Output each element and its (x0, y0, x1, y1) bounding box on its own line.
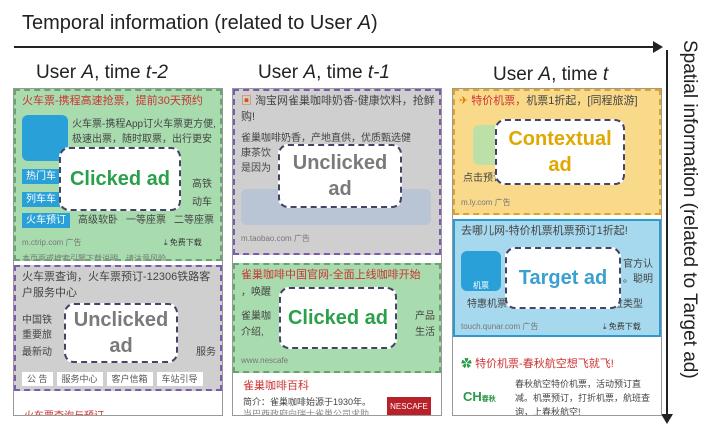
ad-title: ▣ 淘宝网雀巢咖啡奶香-健康饮料，抢鲜购! (241, 95, 435, 123)
link-station-guide[interactable]: 车站引导 (156, 372, 203, 386)
ad-url[interactable]: m.ly.com 广告 (461, 198, 511, 207)
option-second-class[interactable]: 二等座票 (174, 215, 214, 226)
ad-body: 雀巢咖啡奶香，产地直供，优质甄选健 (241, 133, 411, 144)
download-button[interactable]: ⤓ 免费下载 (164, 238, 202, 247)
result-title[interactable]: ✿ 特价机票-春秋航空想飞就飞! (461, 358, 614, 370)
ad-body: 雀巢咖 (241, 311, 271, 322)
tab-trains[interactable]: 列车车 (22, 192, 60, 207)
ad-url[interactable]: touch.qunar.com 广告 (461, 322, 539, 331)
link-row: 公 告 服务中心 客户信箱 车站引导 (22, 372, 203, 386)
link-special-flight[interactable]: 特惠机票 (467, 299, 507, 310)
tab-hot[interactable]: 热门车 (22, 169, 60, 184)
panel-time-t-2: 火车票-携程高速抢票，提前30天预约 火车票-携程App订火车票更方便, 极速出… (13, 88, 223, 416)
ad-footer: 本页面或搜索引擎下载说明，请注意风险 (22, 254, 166, 261)
label-clicked-ad: Clicked ad (59, 147, 181, 211)
result-body: 减。机票预订，打折机票，航班查 (515, 393, 651, 403)
ad-title: 去哪儿网-特价机票机票预订1折起! (461, 225, 628, 237)
column-header-t: User A, time t (493, 64, 609, 85)
tab-row: 热门车 列车车 (22, 169, 60, 207)
tag-dongche: 动车 (192, 197, 212, 208)
tab-book[interactable]: 火车预订 (22, 213, 70, 228)
option-soft-sleeper[interactable]: 高级软卧 (78, 215, 118, 226)
ad-body: 极速出票，随时取票，出行更安 (72, 134, 212, 145)
ad-ctrip-clicked[interactable]: 火车票-携程高速抢票，提前30天预约 火车票-携程App订火车票更方便, 极速出… (14, 89, 222, 261)
label-target-ad: Target ad (505, 247, 621, 309)
ad-body: 。聪明 (623, 274, 653, 285)
ad-body: 重要旅 (22, 330, 52, 341)
result-title[interactable]: 雀巢咖啡百科 (243, 380, 309, 392)
ad-body: ，唤醒 (241, 287, 271, 298)
ticket-options: 火车预订 高级软卧 一等座票 二等座票 (22, 213, 214, 228)
ad-body: 生活 (415, 327, 435, 338)
ad-body: 官方认 (623, 259, 653, 270)
column-header-t-1: User A, time t-1 (258, 62, 391, 83)
ad-url[interactable]: m.ctrip.com 广告 (22, 238, 82, 247)
temporal-info-label: Temporal information (related to User A) (22, 12, 378, 34)
ad-title: 火车票-携程高速抢票，提前30天预约 (22, 95, 203, 107)
ad-body: 产品 (415, 311, 435, 322)
link-book[interactable]: 点击预订 (463, 173, 503, 184)
ad-title: 火车票查询，火车票预订-12306铁路客户服务中心 (22, 271, 211, 299)
ad-ly-contextual[interactable]: ✈ 特价机票，机票1折起，[同程旅游] 点击预订 低价 临座 m.ly.com … (453, 89, 661, 215)
tag-gaotie: 高铁 (192, 179, 212, 190)
label-unclicked-ad: Unclicked ad (64, 303, 178, 363)
next-result-title[interactable]: 火车票查询与预订 (24, 407, 104, 415)
link-service-center[interactable]: 服务中心 (56, 372, 103, 386)
result-body: 当巴西政府向瑞士雀巢公司求助 (243, 409, 370, 416)
label-unclicked-ad: Unclicked ad (278, 144, 402, 208)
panel-time-t: ✈ 特价机票，机票1折起，[同程旅游] 点击预订 低价 临座 m.ly.com … (452, 88, 662, 416)
label-clicked-ad: Clicked ad (279, 287, 397, 349)
spatial-info-label: Spatial information (related to Target a… (679, 40, 700, 379)
label-contextual-ad: Contextual ad (495, 119, 625, 185)
ad-body: 康茶饮 (241, 148, 271, 159)
result-body: 简介：雀巢咖啡始源于1930年。 (243, 397, 372, 407)
ad-title: 雀巢咖啡中国官网-全面上线咖啡开始 (241, 269, 421, 281)
spatial-arrow (661, 50, 673, 424)
download-button[interactable]: ⤓ 免费下载 (603, 322, 641, 331)
result-body: 询，上春秋航空! (515, 407, 581, 416)
result-body: 春秋航空特价机票，活动预订直 (515, 379, 642, 389)
ad-url[interactable]: www.nescafe (241, 356, 289, 365)
ad-body: 火车票-携程App订火车票更方便, (72, 119, 216, 130)
ad-url[interactable]: m.taobao.com 广告 (241, 234, 310, 243)
panel-time-t-1: ▣ 淘宝网雀巢咖啡奶香-健康饮料，抢鲜购! 雀巢咖啡奶香，产地直供，优质甄选健 … (232, 88, 442, 416)
link-mailbox[interactable]: 客户信箱 (106, 372, 153, 386)
nescafe-logo: NESCAFE (387, 397, 431, 415)
ad-body: 是因为 (241, 163, 271, 174)
qunar-logo: 机票 (461, 251, 501, 291)
spring-airlines-logo: CH春秋 (463, 389, 496, 404)
temporal-arrow (14, 41, 663, 53)
link-notice[interactable]: 公 告 (22, 372, 53, 386)
option-first-class[interactable]: 一等座票 (126, 215, 166, 226)
column-header-t-2: User A, time t-2 (36, 62, 169, 83)
ad-body: 中国铁 (22, 315, 52, 326)
ad-body: 介绍, (241, 327, 264, 338)
ad-body: 服务 (196, 347, 216, 358)
link-cabin-type[interactable]: 舱位类型 (603, 299, 643, 310)
ad-title: ✈ 特价机票，机票1折起，[同程旅游] (459, 95, 638, 107)
ad-body: 最新动 (22, 347, 52, 358)
